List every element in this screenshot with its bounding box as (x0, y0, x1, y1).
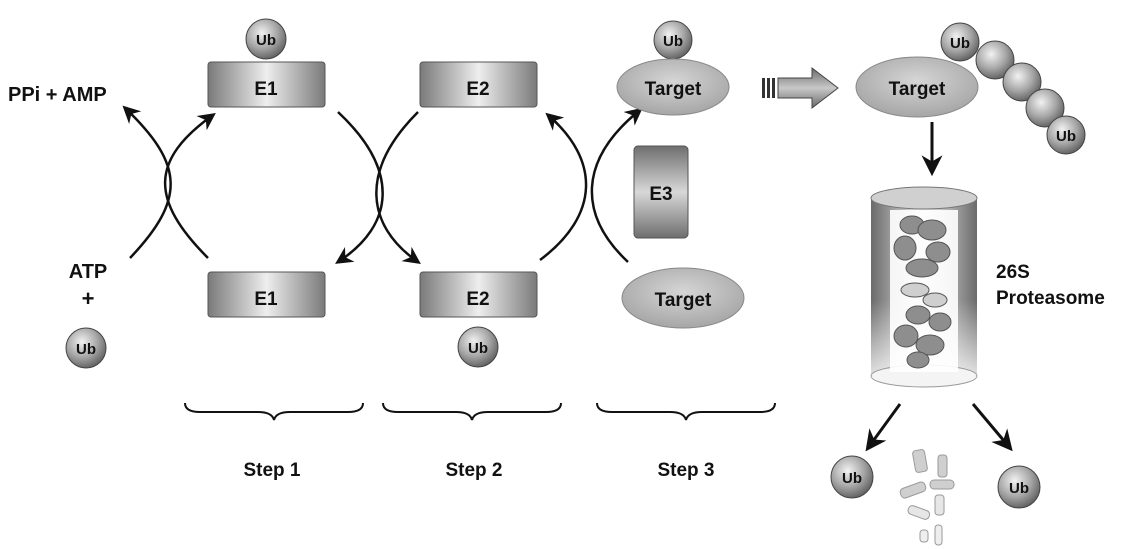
ub-molecule-target: Ub (653, 20, 693, 60)
svg-text:Target: Target (655, 290, 712, 311)
ub-chain-5 (1046, 115, 1086, 155)
step2-brace (382, 402, 562, 421)
svg-text:Ub: Ub (842, 470, 862, 487)
plus-label: + (82, 286, 95, 311)
e1-recycle-arrow (163, 112, 216, 259)
svg-text:Ub: Ub (468, 340, 488, 357)
ub-molecule-released-right: Ub (997, 465, 1041, 509)
ub-molecule-free: Ub (65, 327, 107, 369)
step2-label: Step 2 (445, 460, 502, 481)
svg-text:Target: Target (889, 79, 946, 100)
ub-molecule-e1: Ub (245, 18, 287, 60)
proteasome-core-particle (893, 215, 952, 369)
step1-brace (184, 402, 364, 421)
ub-chain-1 (940, 22, 980, 62)
proteasome-26s-label: 26S (996, 262, 1030, 283)
target-protein-free: Target (621, 267, 745, 329)
e1-enzyme-bottom: E1 (207, 271, 326, 318)
e2-enzyme-top: E2 (419, 61, 538, 108)
proteasome-label: Proteasome (996, 288, 1105, 309)
svg-text:Ub: Ub (256, 32, 276, 49)
e1-ub-to-e2-arrow (335, 111, 384, 264)
ub-release-arrow-left (865, 403, 902, 452)
atp-label: ATP (69, 261, 108, 283)
ub-chain-2 (975, 40, 1015, 80)
ub-molecule-released-left: Ub (830, 455, 874, 499)
svg-text:E2: E2 (466, 289, 489, 310)
svg-text:E3: E3 (649, 184, 672, 205)
target-ubiquitination-arrow (590, 107, 643, 263)
peptide-fragments (899, 449, 955, 546)
svg-text:Ub: Ub (1009, 480, 1029, 497)
e2-enzyme-bottom: E2 (419, 271, 538, 318)
ub-chain-3 (1002, 62, 1042, 102)
svg-text:E2: E2 (466, 79, 489, 100)
e2-ub-to-target-arrow (539, 112, 588, 261)
step1-label: Step 1 (243, 460, 300, 481)
svg-text:Target: Target (645, 79, 702, 100)
svg-text:E1: E1 (254, 289, 278, 310)
target-protein-ubiquitinated: Target (616, 58, 730, 116)
step3-label: Step 3 (657, 460, 714, 481)
atp-to-ppi-arrow (122, 105, 172, 259)
e1-enzyme-top: E1 (207, 61, 326, 108)
svg-text:Ub: Ub (76, 341, 96, 358)
target-protein-polyubiquitinated: Target (855, 56, 979, 118)
ub-release-arrow-right (971, 403, 1013, 452)
svg-text:Ub: Ub (950, 35, 970, 52)
polyubiquitination-arrow (762, 66, 839, 110)
svg-text:E1: E1 (254, 79, 278, 100)
svg-text:Ub: Ub (663, 33, 683, 50)
e2-recycle-arrow (375, 111, 421, 265)
svg-text:Ub: Ub (1056, 128, 1076, 145)
polyubiquitin-chain: Ub Ub (940, 22, 1086, 155)
proteasome-26s (870, 186, 978, 388)
ub-chain-4 (1025, 88, 1065, 128)
ppi-amp-label: PPi + AMP (8, 84, 107, 106)
step3-brace (596, 402, 776, 421)
ub-molecule-e2: Ub (457, 326, 499, 368)
e3-ligase: E3 (633, 145, 689, 239)
